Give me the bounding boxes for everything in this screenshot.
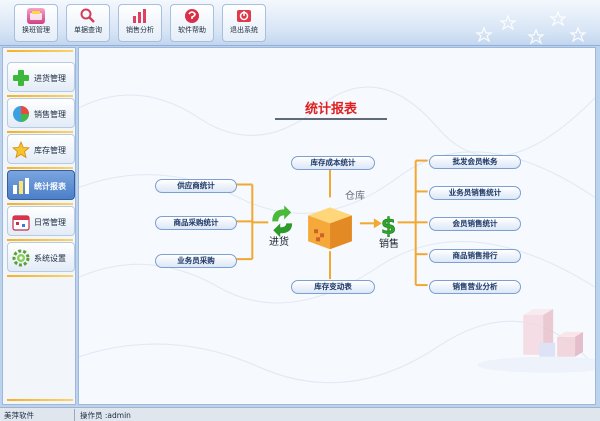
calendar-icon [12,215,30,231]
sidebar-divider [7,95,73,97]
sidebar-divider [7,50,73,52]
purchase-arrow-icon [272,205,293,238]
sidebar-item-settings[interactable]: 系统设置 [7,242,75,272]
sidebar-item-sales[interactable]: 销售管理 [7,98,75,128]
sidebar-item-label: 销售管理 [34,110,66,119]
shift-management-button[interactable]: 换班管理 [14,4,58,42]
sidebar-item-label: 系统设置 [34,254,66,263]
sales-analysis-button[interactable]: 销售分析 [118,4,162,42]
toolbar: 换班管理 单据查询 销售分析 软件帮助 退出系统 [0,0,600,46]
exit-system-button[interactable]: 退出系统 [222,4,266,42]
sidebar-divider [7,131,73,133]
flow-arrow-icon [359,218,382,229]
purchase-label: 进货 [269,237,289,248]
sidebar-item-label: 库存管理 [34,146,66,155]
status-bar: 美萍软件 操作员 :admin [0,407,600,421]
main-panel: $ 统计报表 供应商统计 商品采购统计 业务员采购 库存成本统计 库存变动表 批… [78,47,596,405]
title-underline [275,118,387,120]
sidebar-item-inventory[interactable]: 库存管理 [7,134,75,164]
product-sales-ranking-link[interactable]: 商品销售排行 [429,249,521,263]
member-sales-stats-link[interactable]: 会员销售统计 [429,217,521,231]
star-icon [12,141,30,159]
sidebar-item-label: 进货管理 [34,74,66,83]
decorative-stars [475,10,587,45]
dollar-icon: $ [381,214,397,240]
warehouse-box-icon [308,207,352,250]
document-search-icon [79,8,97,24]
sidebar-item-purchase[interactable]: 进货管理 [7,62,75,92]
exit-icon [235,8,253,24]
sidebar-item-daily[interactable]: 日常管理 [7,206,75,236]
status-app-name: 美萍软件 [4,411,34,420]
inventory-change-link[interactable]: 库存变动表 [291,280,375,294]
software-help-button[interactable]: 软件帮助 [170,4,214,42]
sidebar-divider [7,203,73,205]
sales-analysis-icon [131,8,149,24]
inventory-cost-stats-link[interactable]: 库存成本统计 [291,156,375,170]
warehouse-label: 仓库 [345,191,365,202]
sidebar: 进货管理 销售管理 库存管理 统计报表 日常管理 系统设置 [2,47,76,405]
gear-icon [12,249,30,267]
sales-revenue-analysis-link[interactable]: 销售营业分析 [429,280,521,294]
shift-change-icon [27,8,45,24]
document-query-button[interactable]: 单据查询 [66,4,110,42]
plus-icon [13,70,29,86]
bar-chart-icon [13,178,29,194]
status-operator: 操作员 :admin [80,411,131,420]
salesperson-purchase-link[interactable]: 业务员采购 [155,254,237,268]
product-purchase-stats-link[interactable]: 商品采购统计 [155,216,237,230]
sidebar-divider [7,399,73,401]
salesperson-sales-stats-link[interactable]: 业务员销售统计 [429,186,521,200]
page-title: 统计报表 [305,102,358,117]
background-pattern: $ [79,86,595,384]
sidebar-divider [7,239,73,241]
sidebar-item-reports[interactable]: 统计报表 [7,170,75,200]
help-icon [183,8,201,24]
sidebar-item-label: 日常管理 [34,218,66,227]
status-divider [74,409,75,421]
sales-label: 销售 [379,239,399,250]
svg-text:$: $ [381,214,396,239]
connector-lines [236,159,428,287]
sidebar-divider [7,275,73,277]
sidebar-item-label: 统计报表 [34,182,66,191]
decorative-bars [523,308,584,357]
sidebar-divider [7,167,73,169]
supplier-stats-link[interactable]: 供应商统计 [155,179,237,193]
wholesale-member-accounts-link[interactable]: 批发会员帐务 [429,155,521,169]
pie-icon [13,106,29,122]
